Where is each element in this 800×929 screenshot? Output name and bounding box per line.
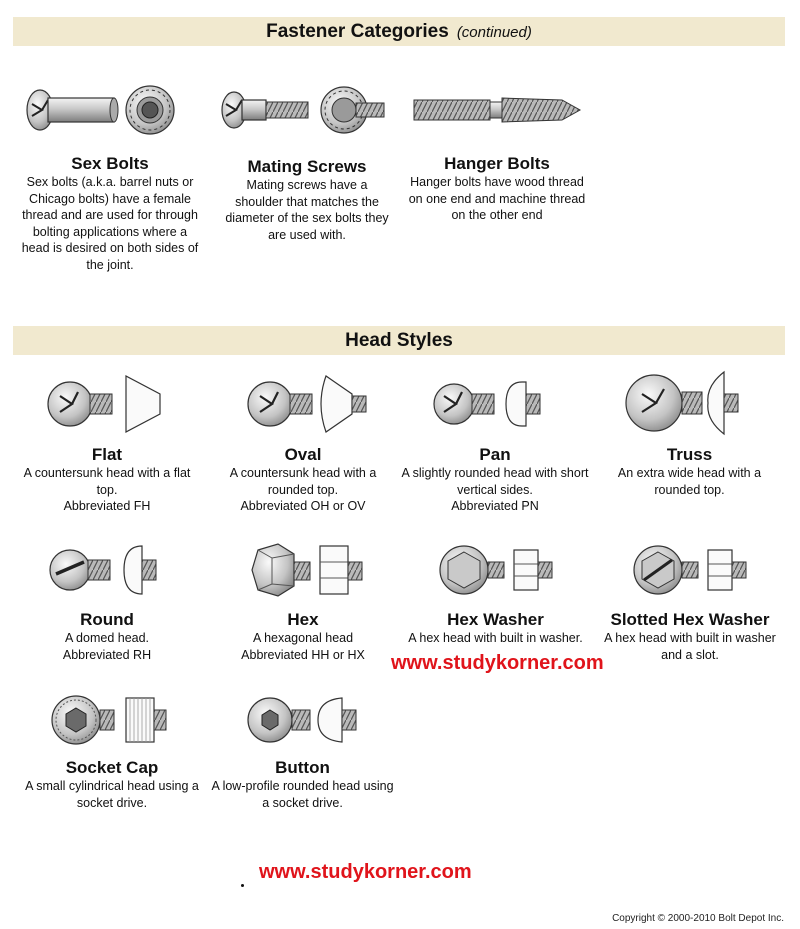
item-description: An extra wide head with a rounded top.	[617, 466, 762, 497]
item-title: Pan	[479, 445, 511, 464]
flat-head-icon	[46, 372, 176, 441]
item-description: A domed head.	[64, 631, 150, 645]
item-description: A hex head with built in washer and a sl…	[604, 631, 776, 662]
item-title: Hanger Bolts	[444, 154, 550, 173]
item-description: A slightly rounded head with short verti…	[401, 466, 589, 497]
head-style-truss: Truss An extra wide head with a rounded …	[597, 445, 782, 498]
head-style-hex-washer: Hex Washer A hex head with built in wash…	[408, 610, 583, 647]
slotted-hex-washer-head-icon	[630, 540, 760, 605]
item-abbreviation: Abbreviated PN	[451, 499, 539, 513]
item-description: A small cylindrical head using a socket …	[25, 779, 199, 810]
item-abbreviation: Abbreviated OH or OV	[240, 499, 366, 513]
item-title: Sex Bolts	[71, 154, 149, 173]
stray-dot	[241, 884, 244, 887]
item-title: Oval	[284, 445, 322, 464]
item-description: A low-profile rounded head using a socke…	[211, 779, 394, 810]
head-style-hex: Hex A hexagonal head Abbreviated HH or H…	[208, 610, 398, 663]
item-title: Hex Washer	[447, 610, 544, 629]
mating-screw-icon	[218, 82, 390, 143]
section-title: Head Styles	[345, 330, 453, 351]
watermark-text: www.studykorner.com	[391, 652, 604, 674]
item-description: Mating screws have a shoulder that match…	[225, 178, 389, 242]
item-title: Hex	[287, 610, 319, 629]
hanger-bolt-icon	[412, 92, 582, 133]
hex-head-icon	[246, 540, 376, 605]
item-title: Button	[275, 758, 330, 777]
head-style-oval: Oval A countersunk head with a rounded t…	[208, 445, 398, 515]
fastener-item-sex-bolts: Sex Bolts Sex bolts (a.k.a. barrel nuts …	[20, 154, 200, 273]
head-style-flat: Flat A countersunk head with a flat top.…	[12, 445, 202, 515]
item-abbreviation: Abbreviated FH	[63, 499, 151, 513]
item-title: Round	[80, 610, 134, 629]
item-title: Flat	[91, 445, 123, 464]
item-description: Sex bolts (a.k.a. barrel nuts or Chicago…	[21, 175, 199, 272]
fastener-item-hanger-bolts: Hanger Bolts Hanger bolts have wood thre…	[407, 154, 587, 224]
head-style-socket-cap: Socket Cap A small cylindrical head usin…	[12, 758, 212, 811]
round-head-icon	[48, 540, 178, 605]
item-title: Truss	[666, 445, 713, 464]
head-style-pan: Pan A slightly rounded head with short v…	[400, 445, 590, 515]
item-title: Socket Cap	[65, 758, 159, 777]
pan-head-icon	[432, 374, 562, 439]
item-description: Hanger bolts have wood thread on one end…	[408, 175, 586, 222]
item-description: A hexagonal head	[252, 631, 354, 645]
section-header-fastener-categories: Fastener Categories (continued)	[13, 17, 785, 46]
item-title: Mating Screws	[247, 157, 367, 176]
hex-washer-head-icon	[436, 540, 566, 605]
section-header-head-styles: Head Styles	[13, 326, 785, 355]
item-description: A countersunk head with a flat top.	[23, 466, 191, 497]
head-style-slotted-hex-washer: Slotted Hex Washer A hex head with built…	[600, 610, 780, 663]
item-description: A countersunk head with a rounded top.	[229, 466, 377, 497]
item-abbreviation: Abbreviated HH or HX	[241, 647, 365, 662]
section-title: Fastener Categories	[266, 21, 449, 42]
sex-bolt-icon	[22, 82, 192, 143]
button-head-icon	[246, 690, 376, 755]
copyright-text: Copyright © 2000-2010 Bolt Depot Inc.	[612, 913, 784, 924]
watermark-text: www.studykorner.com	[259, 861, 472, 883]
socket-cap-head-icon	[50, 690, 180, 755]
item-description: A hex head with built in washer.	[408, 631, 583, 645]
oval-head-icon	[246, 372, 376, 441]
head-style-button: Button A low-profile rounded head using …	[210, 758, 395, 811]
section-subtitle: (continued)	[456, 24, 532, 41]
head-style-round: Round A domed head. Abbreviated RH	[12, 610, 202, 663]
item-abbreviation: Abbreviated RH	[62, 647, 152, 662]
truss-head-icon	[624, 368, 754, 443]
item-title: Slotted Hex Washer	[610, 610, 770, 629]
fastener-item-mating-screws: Mating Screws Mating screws have a shoul…	[222, 157, 392, 243]
